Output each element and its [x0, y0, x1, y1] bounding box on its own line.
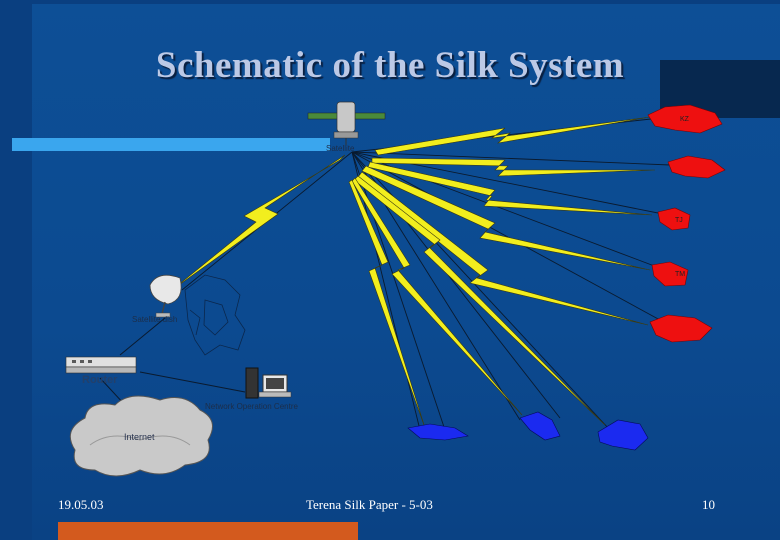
country-label-kz: KZ [680, 116, 690, 123]
red-countries [647, 104, 726, 343]
bolt-2 [371, 157, 656, 177]
country-label-tj: TJ [675, 217, 683, 224]
router-label: Router [82, 374, 118, 386]
bolt-8 [348, 179, 426, 429]
light-accent-band [12, 138, 330, 151]
satellite-dish [149, 274, 182, 318]
lightning-bolts [171, 116, 656, 429]
bolt-7 [351, 177, 523, 416]
bolt-3 [367, 161, 653, 216]
country-kg [649, 314, 713, 343]
country-label-tm: TM [675, 271, 685, 278]
slide-title: Schematic of the Silk System [155, 45, 625, 86]
country-georgia [407, 423, 469, 441]
satellite-dish-label: Satellite dish [132, 315, 177, 324]
country-armenia [519, 411, 561, 441]
bolt-kz-group [374, 116, 651, 156]
bolt-4 [361, 165, 651, 271]
top-frame-bar [0, 0, 780, 4]
footer-date: 19.05.03 [58, 497, 104, 512]
noc-label: Network Operation Centre [205, 402, 298, 411]
left-frame-bar [0, 0, 32, 540]
bolt-5 [357, 171, 649, 326]
bolt-6 [353, 175, 606, 426]
satellite [307, 101, 386, 145]
europe-map-outline [184, 274, 246, 356]
country-azerbaijan [597, 419, 649, 451]
footer-page-number: 10 [702, 497, 715, 512]
network-operation-centre [245, 367, 292, 399]
router [65, 356, 137, 374]
footer-center-text: Terena Silk Paper - 5-03 [306, 497, 433, 512]
blue-countries [407, 411, 649, 451]
country-tj [657, 207, 691, 231]
bottom-accent-band [58, 522, 358, 540]
country-kz [647, 104, 723, 134]
internet-cloud [69, 395, 213, 477]
country-uz [667, 155, 726, 179]
country-tm [651, 261, 689, 287]
satellite-label: Satellite [326, 144, 355, 153]
bolt-to-dish [171, 154, 346, 291]
internet-label: Internet [124, 432, 155, 442]
